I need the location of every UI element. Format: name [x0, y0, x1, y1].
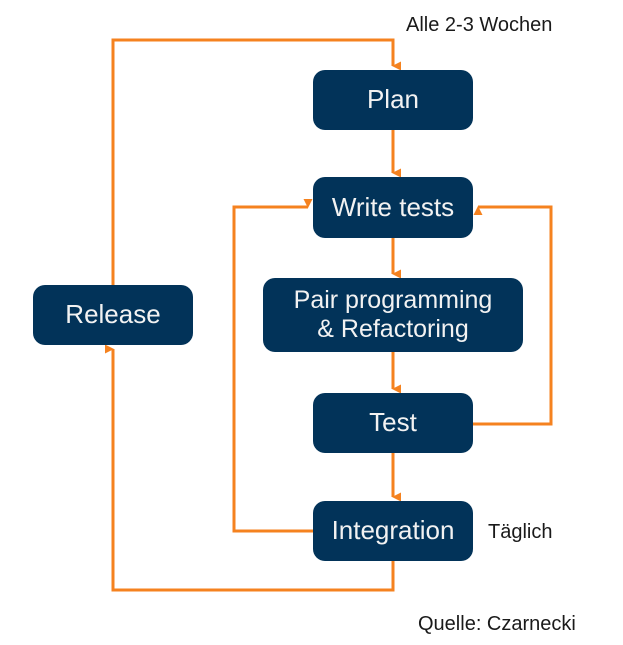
node-integration[interactable]: Integration: [313, 501, 473, 561]
edge-integration-to-release: [105, 344, 395, 592]
node-release-label: Release: [65, 299, 161, 330]
node-write-tests-label: Write tests: [331, 191, 455, 222]
node-integration-label: Integration: [331, 515, 455, 546]
node-release[interactable]: Release: [33, 285, 193, 345]
edge-integration-to-write-tests-loop: [232, 199, 313, 533]
node-pair-programming-refactoring-label: Pair programming & Refactoring: [293, 285, 493, 344]
node-write-tests[interactable]: Write tests: [313, 177, 473, 238]
node-plan[interactable]: Plan: [313, 70, 473, 130]
node-test[interactable]: Test: [313, 393, 473, 453]
node-plan-label: Plan: [366, 84, 420, 115]
annotation-integration-cadence: Täglich: [488, 521, 553, 543]
node-test-label: Test: [369, 407, 417, 438]
edge-test-to-write-tests-loop: [473, 205, 553, 426]
annotation-source-credit: Quelle: Czarnecki: [418, 613, 576, 635]
node-pair-programming-refactoring[interactable]: Pair programming & Refactoring: [263, 278, 523, 352]
annotation-release-cadence: Alle 2-3 Wochen: [406, 14, 553, 36]
edge-release-to-plan: [111, 38, 401, 285]
